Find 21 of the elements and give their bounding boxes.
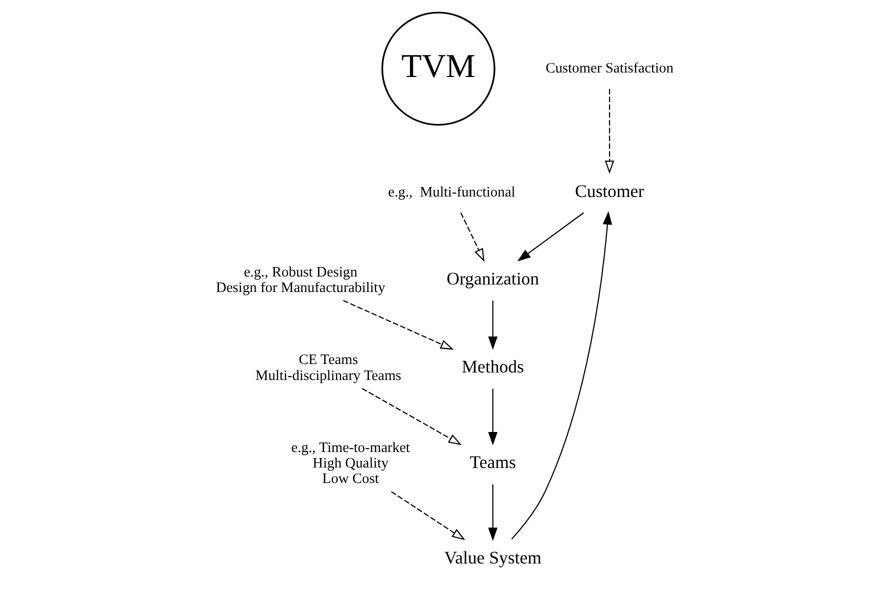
arrow (460, 212, 484, 262)
node-text: Teams (469, 452, 516, 472)
arrow (516, 212, 584, 262)
arrow (361, 388, 462, 446)
node-circle: TVM (380, 12, 495, 126)
arrow (390, 491, 465, 540)
arrow (342, 300, 454, 350)
arrow (488, 300, 498, 350)
arrow (488, 484, 498, 541)
node-text: e.g., Time-to-market High Quality Low Cost (290, 440, 410, 488)
node-text: Methods (461, 356, 524, 376)
node-text: Value System (444, 548, 541, 568)
node-text: e.g., Multi-functional (388, 184, 515, 200)
node-text: Customer Satisfaction (545, 60, 673, 77)
arrow (488, 388, 498, 446)
node-text: Organization (446, 268, 539, 289)
node-text: e.g., Robust Design Design for Manufacturability (215, 264, 385, 296)
node-text: CE Teams Multi-disciplinary Teams (254, 352, 401, 384)
arrow (510, 211, 612, 540)
node-text: Customer (574, 180, 644, 201)
arrow (604, 88, 614, 174)
